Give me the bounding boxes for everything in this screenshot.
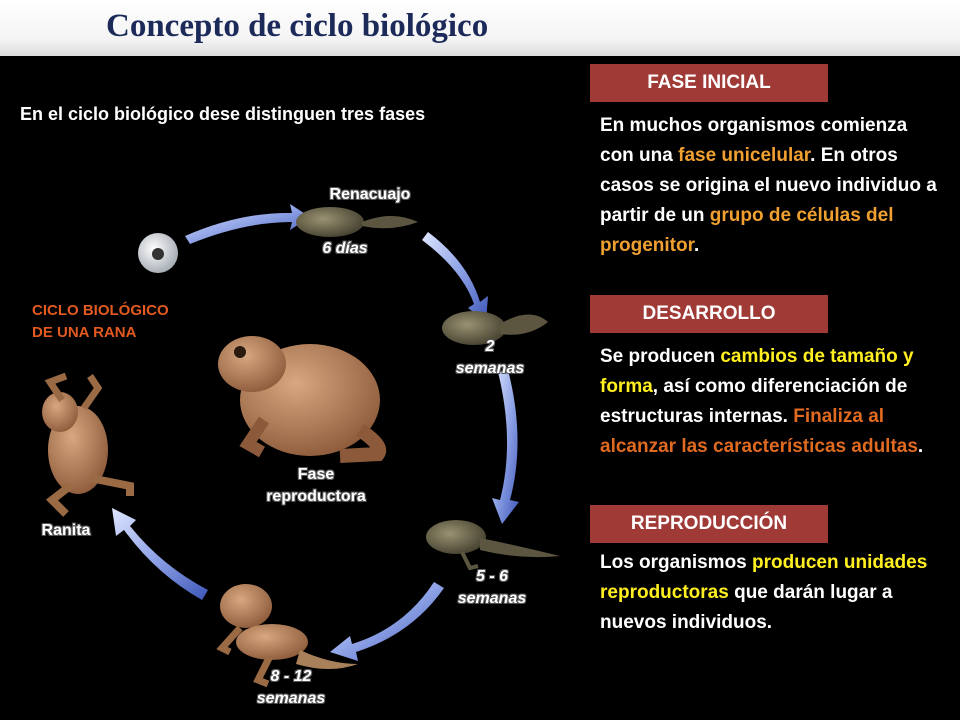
froglet-tail-illustration [216,584,358,688]
ranita-illustration [42,372,134,517]
label-fase-reproductora-1: Fase [297,466,335,483]
label-2-semanas-num: 2 [485,338,495,355]
phase-text-segment: En muchos organismos comienza con una [600,115,908,166]
arrow-tadpole-to-2weeks [422,232,488,322]
label-8-12-semanas-num: 8 - 12 [270,668,312,685]
arrow-56weeks-to-812weeks [330,582,444,661]
tadpole-2weeks-illustration [442,311,548,345]
label-2-semanas-unit: semanas [455,360,525,377]
phase-text-segment: grupo de células del progenitor [600,205,894,256]
label-5-6-semanas: 5 - 6 semanas [434,566,550,610]
phase-text-segment: fase unicelular [678,145,811,166]
label-6-dias: 6 días [322,240,368,257]
tadpole-legs-illustration [426,520,560,571]
tadpole-6days-illustration [296,207,418,237]
label-5-6-semanas-num: 5 - 6 [475,568,508,585]
phase-text-segment: que darán lugar a nuevos individuos. [600,582,893,633]
phase-text-segment: , así como diferenciación de estructuras… [600,376,908,427]
phase-text-desarrollo: Se producen cambios de tamaño y forma, a… [600,342,945,462]
label-fase-reproductora-2: reproductora [266,488,366,505]
label-8-12-semanas: 8 - 12 semanas [236,666,346,710]
arrow-egg-to-tadpole [185,204,310,244]
arrow-2weeks-to-56weeks [492,370,519,524]
label-2-semanas: 2 semanas [430,336,550,380]
phase-text-segment: producen unidades reproductoras [600,552,928,603]
phase-header-inicial: FASE INICIAL [590,64,828,102]
phase-text-inicial: En muchos organismos comienza con una fa… [600,111,945,261]
egg-illustration [138,233,178,273]
cycle-label-line-2: DE UNA RANA [32,324,137,341]
phase-text-segment: Finaliza al alcanzar las características… [600,406,918,457]
phase-text-segment: . [917,436,924,457]
cycle-label-line-1: CICLO BIOLÓGICO [32,302,169,319]
phase-text-reproduccion: Los organismos producen unidades reprodu… [600,548,945,638]
phase-header-reproduccion: REPRODUCCIÓN [590,505,828,543]
title-bar [0,0,960,56]
cycle-label: CICLO BIOLÓGICO DE UNA RANA [32,300,169,344]
label-8-12-semanas-unit: semanas [256,690,326,707]
label-fase-reproductora: Fase reproductora [246,464,386,508]
intro-text: En el ciclo biológico dese distinguen tr… [20,104,426,124]
phase-text-segment: . [693,235,700,256]
page-title: Concepto de ciclo biológico [106,8,489,44]
label-ranita: Ranita [41,522,91,539]
label-renacuajo: Renacuajo [329,186,411,203]
phase-text-segment: . En otros casos se origina el nuevo ind… [600,145,937,226]
phase-text-segment: Se producen [600,346,721,367]
adult-frog-illustration [218,336,387,463]
phase-header-desarrollo: DESARROLLO [590,295,828,333]
phase-text-segment: cambios de tamaño y forma [600,346,914,397]
label-5-6-semanas-unit: semanas [457,590,527,607]
arrow-812weeks-to-ranita [112,508,208,600]
phase-text-segment: Los organismos [600,552,753,573]
